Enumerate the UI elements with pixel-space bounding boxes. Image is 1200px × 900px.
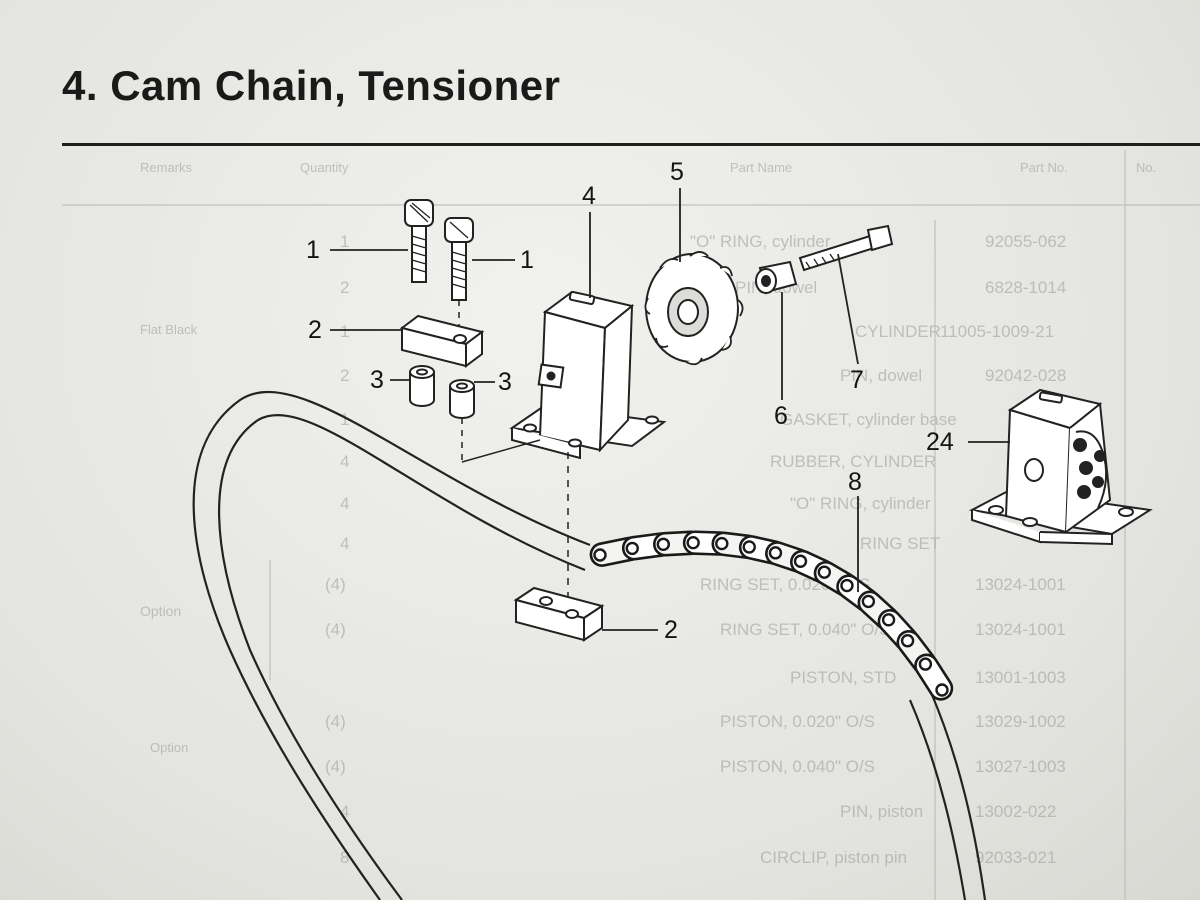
tensioner-assembly xyxy=(968,388,1153,546)
ghost-header-partname: Part Name xyxy=(730,160,793,175)
chain-pin xyxy=(793,554,808,568)
ghost-partname: CYLINDER xyxy=(855,322,941,341)
ghost-partname: RUBBER, CYLINDER xyxy=(770,452,937,471)
ghost-partname: PISTON, 0.040" O/S xyxy=(720,757,876,776)
ghost-header-partno: Part No. xyxy=(1020,160,1068,175)
ghost-quantity: 2 xyxy=(340,278,350,297)
ghost-partname: CIRCLIP, piston pin xyxy=(760,848,908,867)
chain-pin xyxy=(686,535,700,550)
chain-pin xyxy=(742,540,756,554)
screw-left xyxy=(404,199,434,283)
callout-5: 5 xyxy=(670,158,684,186)
callout-3-left: 3 xyxy=(370,366,384,394)
callout-1-right: 1 xyxy=(520,246,534,274)
ghost-quantity: (4) xyxy=(325,757,346,776)
ghost-partno: 92033-021 xyxy=(975,848,1057,867)
ghost-partname: PISTON, 0.020" O/S xyxy=(720,712,876,731)
ghost-partname: GASKET, cylinder base xyxy=(780,410,957,429)
title-rule xyxy=(62,143,1200,146)
chain-pin xyxy=(881,613,896,627)
axis-line xyxy=(461,439,541,463)
chain-pin xyxy=(656,537,671,551)
callout-4: 4 xyxy=(582,182,596,210)
chain-pin xyxy=(918,657,933,671)
ghost-remark: Option xyxy=(140,603,182,619)
ghost-partname: RING SET, 0.040" O/S xyxy=(720,620,891,639)
ghost-partname: PISTON, STD xyxy=(790,668,897,687)
ghost-header-quantity: Quantity xyxy=(300,160,349,175)
tensioner-bracket xyxy=(509,290,667,460)
ghost-quantity: (4) xyxy=(325,712,346,731)
chain-guide-outline xyxy=(192,390,987,900)
ghost-partno: 13029-1002 xyxy=(975,712,1066,731)
ghost-quantity: 1 xyxy=(340,410,350,429)
ghost-header-remarks: Remarks xyxy=(140,160,193,175)
callout-6: 6 xyxy=(774,402,788,430)
ghost-quantity: 1 xyxy=(340,322,350,341)
ghost-quantity: (4) xyxy=(325,620,346,639)
ghost-partname: RING SET xyxy=(860,534,941,553)
ghost-partname: PIN, dowel xyxy=(840,366,923,385)
ghost-partno: 13001-1003 xyxy=(975,668,1066,687)
callout-2-upper: 2 xyxy=(308,316,322,344)
chain-pin xyxy=(817,565,832,579)
screw-right xyxy=(444,217,474,301)
plate-lower xyxy=(513,586,605,642)
plate-upper xyxy=(399,314,485,368)
chain-pin xyxy=(900,634,915,648)
spacer-right xyxy=(449,379,475,419)
ghost-quantity: 8 xyxy=(340,848,350,867)
callout-1-left: 1 xyxy=(306,236,320,264)
ghost-partname: "O" RING, cylinder xyxy=(790,494,931,513)
chain-link xyxy=(914,653,954,701)
chain-pin xyxy=(861,594,876,609)
ghost-quantity: 1 xyxy=(340,232,350,251)
callout-2-lower: 2 xyxy=(664,616,678,644)
ghost-partno: 13002-022 xyxy=(975,802,1057,821)
ghost-quantity: 4 xyxy=(340,802,350,821)
ghost-quantity: 2 xyxy=(340,366,350,385)
ghost-quantity: 4 xyxy=(340,494,350,513)
chain-pin xyxy=(715,536,729,551)
ghost-quantity: 4 xyxy=(340,452,350,471)
collar xyxy=(755,260,798,294)
ghost-header-no: No. xyxy=(1136,160,1157,175)
ghost-partno: 13024-1001 xyxy=(975,620,1066,639)
ghost-remark: Option xyxy=(150,740,189,755)
callout-8: 8 xyxy=(848,468,862,496)
page-title: 4. Cam Chain, Tensioner xyxy=(62,62,561,109)
leader-lines xyxy=(330,188,1010,631)
ghost-quantity: 4 xyxy=(340,534,350,553)
ghost-partno: 6828-1014 xyxy=(985,278,1067,297)
callout-24: 24 xyxy=(926,428,954,456)
chain-pin xyxy=(768,546,783,560)
cam-chain xyxy=(589,530,954,701)
ghost-remark: Flat Black xyxy=(140,322,198,337)
chain-pin xyxy=(625,541,639,556)
ghost-partno: 92055-062 xyxy=(985,232,1067,251)
tensioner-sprocket xyxy=(644,251,744,366)
pivot-bolt xyxy=(798,224,894,272)
chain-pin xyxy=(935,683,949,697)
ghost-partno: 11005-1009-21 xyxy=(940,322,1055,341)
chain-pin xyxy=(840,578,854,593)
ghost-partname: "O" RING, cylinder xyxy=(690,232,831,251)
ghost-partno: 13024-1001 xyxy=(975,575,1066,594)
chain-pin xyxy=(593,548,607,562)
ghost-partname: PIN, piston xyxy=(840,802,924,821)
spacer-left xyxy=(409,365,435,407)
callout-3-right: 3 xyxy=(498,368,512,396)
ghost-partno: 13027-1003 xyxy=(975,757,1066,776)
ghost-quantity: (4) xyxy=(325,575,346,594)
ghost-partno: 92042-028 xyxy=(985,366,1067,385)
callout-7: 7 xyxy=(850,366,864,394)
